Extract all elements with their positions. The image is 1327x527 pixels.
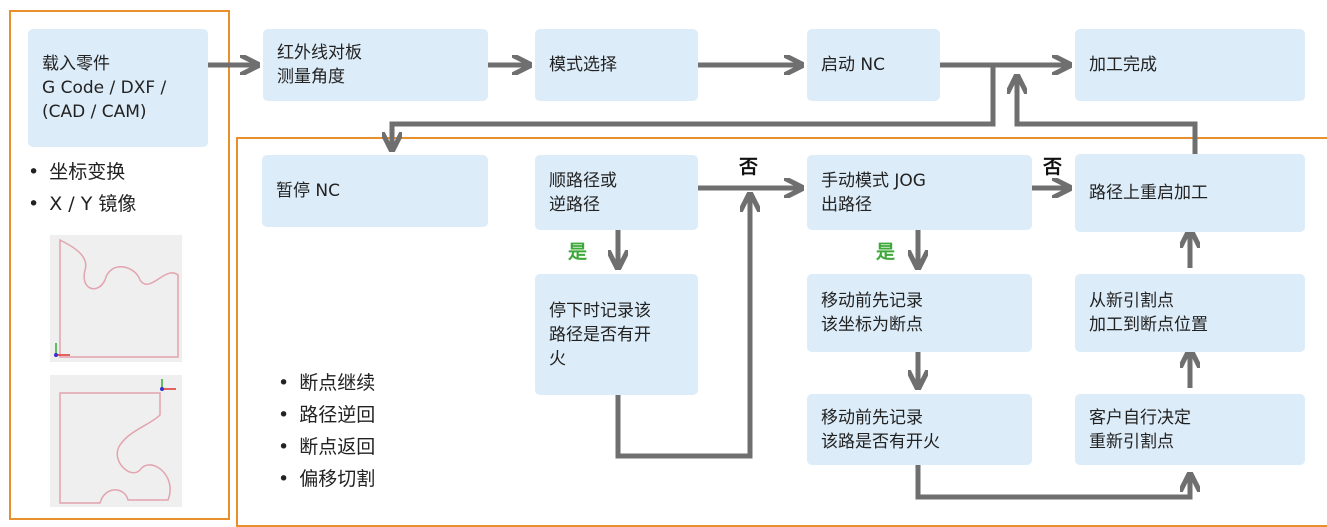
inner-bullets: 断点继续 路径逆回 断点返回 偏移切割 bbox=[278, 367, 375, 495]
box-customer-decide: 客户自行决定重新引割点 bbox=[1075, 394, 1305, 465]
box-pause-nc: 暂停 NC bbox=[262, 155, 488, 227]
box-ir-align: 红外线对板测量角度 bbox=[263, 29, 488, 101]
label-yes-direction: 是 bbox=[568, 241, 588, 263]
box-done: 加工完成 bbox=[1075, 29, 1305, 101]
bullet-item: 路径逆回 bbox=[278, 399, 375, 431]
bullet-item: 坐标变换 bbox=[28, 156, 136, 188]
box-from-new-entry: 从新引割点加工到断点位置 bbox=[1075, 274, 1305, 352]
box-record-fire: 移动前先记录该路是否有开火 bbox=[807, 394, 1032, 465]
box-start-nc: 启动 NC bbox=[807, 29, 940, 101]
label-yes-manual: 是 bbox=[876, 241, 896, 263]
arrow-start-to-pause bbox=[392, 65, 996, 148]
box-stop-record: 停下时记录该路径是否有开火 bbox=[535, 274, 698, 395]
arrow-fire-to-customer bbox=[915, 465, 1190, 500]
box-restart-on-path: 路径上重启加工 bbox=[1075, 154, 1305, 232]
left-bullets: 坐标变换 X / Y 镜像 bbox=[28, 156, 136, 220]
bullet-item: X / Y 镜像 bbox=[28, 188, 136, 220]
connector-arrows bbox=[208, 0, 1327, 500]
bullet-item: 断点继续 bbox=[278, 367, 375, 399]
bullet-item: 断点返回 bbox=[278, 431, 375, 463]
label-no-manual: 否 bbox=[1043, 156, 1063, 178]
box-mode-select: 模式选择 bbox=[535, 29, 698, 101]
arrow-stop-to-manual bbox=[615, 196, 750, 459]
box-direction: 顺路径或逆路径 bbox=[535, 155, 698, 230]
arrow-restart-to-done bbox=[1017, 78, 1198, 154]
box-record-breakpoint: 移动前先记录该坐标为断点 bbox=[807, 274, 1032, 352]
bullet-item: 偏移切割 bbox=[278, 463, 375, 495]
part-thumbnail-mirrored bbox=[50, 375, 182, 507]
part-thumbnail-original bbox=[50, 235, 182, 362]
label-no-direction: 否 bbox=[739, 156, 759, 178]
